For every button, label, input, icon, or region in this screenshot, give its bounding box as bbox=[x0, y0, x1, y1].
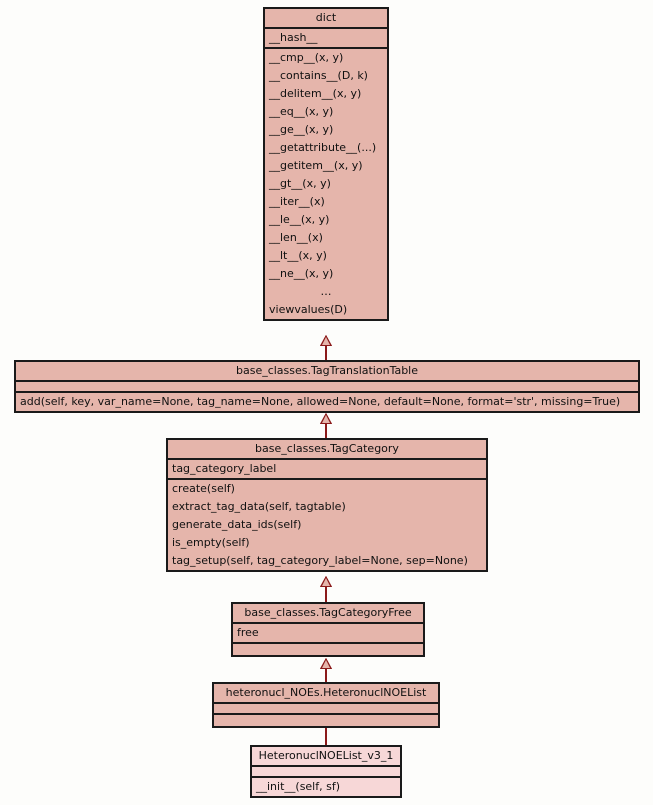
uml-attributes-compartment bbox=[214, 704, 438, 715]
uml-method-row: __init__(self, sf) bbox=[256, 780, 341, 793]
uml-method-row: __ge__(x, y) bbox=[269, 123, 334, 136]
uml-method-row: __len__(x) bbox=[269, 231, 323, 244]
uml-methods-compartment: add(self, key, var_name=None, tag_name=N… bbox=[16, 393, 638, 411]
uml-method-row: __le__(x, y) bbox=[269, 213, 330, 226]
arrowhead-dict bbox=[320, 335, 332, 346]
uml-method-row-ellipsis: … bbox=[320, 285, 332, 298]
arrowhead-tagcategoryfree bbox=[320, 658, 332, 669]
edge-tagtranslationtable-to-dict bbox=[325, 341, 327, 360]
uml-method-row: tag_setup(self, tag_category_label=None,… bbox=[172, 554, 468, 567]
uml-method-row: is_empty(self) bbox=[172, 536, 250, 549]
uml-method-row: __ne__(x, y) bbox=[269, 267, 334, 280]
uml-attributes-compartment bbox=[252, 767, 400, 778]
uml-attributes-compartment: tag_category_label bbox=[168, 460, 486, 480]
uml-class-title: base_classes.TagTranslationTable bbox=[16, 362, 638, 382]
uml-method-row: add(self, key, var_name=None, tag_name=N… bbox=[20, 395, 621, 408]
uml-method-row: generate_data_ids(self) bbox=[172, 518, 302, 531]
uml-method-row: __iter__(x) bbox=[269, 195, 325, 208]
uml-class-title: base_classes.TagCategoryFree bbox=[233, 604, 423, 624]
edge-heteronucinoelistv31-to-heteronucinoelist bbox=[325, 718, 327, 746]
uml-method-row: __contains__(D, k) bbox=[269, 69, 368, 82]
uml-method-row: __delitem__(x, y) bbox=[269, 87, 362, 100]
uml-attributes-compartment: free bbox=[233, 624, 423, 644]
uml-method-row: __getitem__(x, y) bbox=[269, 159, 363, 172]
uml-class-tagcategory[interactable]: base_classes.TagCategory tag_category_la… bbox=[166, 438, 488, 572]
edge-tagcategory-to-tagtranslationtable bbox=[325, 419, 327, 438]
uml-method-row: extract_tag_data(self, tagtable) bbox=[172, 500, 346, 513]
edge-heteronucinoelist-to-tagcategoryfree bbox=[325, 664, 327, 683]
uml-method-row: __gt__(x, y) bbox=[269, 177, 331, 190]
arrowhead-tagcategory bbox=[320, 576, 332, 587]
uml-class-title: base_classes.TagCategory bbox=[168, 440, 486, 460]
uml-attributes-compartment bbox=[16, 382, 638, 393]
uml-class-title: HeteronuclNOEList_v3_1 bbox=[252, 747, 400, 767]
uml-attribute-row: tag_category_label bbox=[172, 462, 277, 475]
uml-attribute-row: free bbox=[237, 626, 259, 639]
edge-tagcategoryfree-to-tagcategory bbox=[325, 582, 327, 602]
uml-method-row: __getattribute__(...) bbox=[269, 141, 377, 154]
uml-method-row: __eq__(x, y) bbox=[269, 105, 334, 118]
uml-class-title: dict bbox=[265, 9, 387, 29]
uml-class-tagcategoryfree[interactable]: base_classes.TagCategoryFree free bbox=[231, 602, 425, 657]
arrowhead-tagtranslationtable bbox=[320, 413, 332, 424]
uml-methods-compartment: __init__(self, sf) bbox=[252, 778, 400, 796]
uml-attributes-compartment: __hash__ bbox=[265, 29, 387, 49]
uml-attribute-row: __hash__ bbox=[269, 31, 318, 44]
uml-method-row: create(self) bbox=[172, 482, 235, 495]
uml-method-row: __lt__(x, y) bbox=[269, 249, 327, 262]
uml-methods-compartment: create(self) extract_tag_data(self, tagt… bbox=[168, 480, 486, 570]
uml-methods-compartment: __cmp__(x, y) __contains__(D, k) __delit… bbox=[265, 49, 387, 319]
uml-class-dict[interactable]: dict __hash__ __cmp__(x, y) __contains__… bbox=[263, 7, 389, 321]
uml-class-title: heteronucl_NOEs.HeteronuclNOEList bbox=[214, 684, 438, 704]
uml-methods-compartment bbox=[214, 715, 438, 726]
uml-class-heteronucinoelist[interactable]: heteronucl_NOEs.HeteronuclNOEList bbox=[212, 682, 440, 728]
uml-method-row: viewvalues(D) bbox=[269, 303, 348, 316]
uml-methods-compartment bbox=[233, 644, 423, 655]
uml-class-heteronucinoelist-v3-1[interactable]: HeteronuclNOEList_v3_1 __init__(self, sf… bbox=[250, 745, 402, 798]
uml-class-tagtranslationtable[interactable]: base_classes.TagTranslationTable add(sel… bbox=[14, 360, 640, 413]
uml-method-row: __cmp__(x, y) bbox=[269, 51, 344, 64]
